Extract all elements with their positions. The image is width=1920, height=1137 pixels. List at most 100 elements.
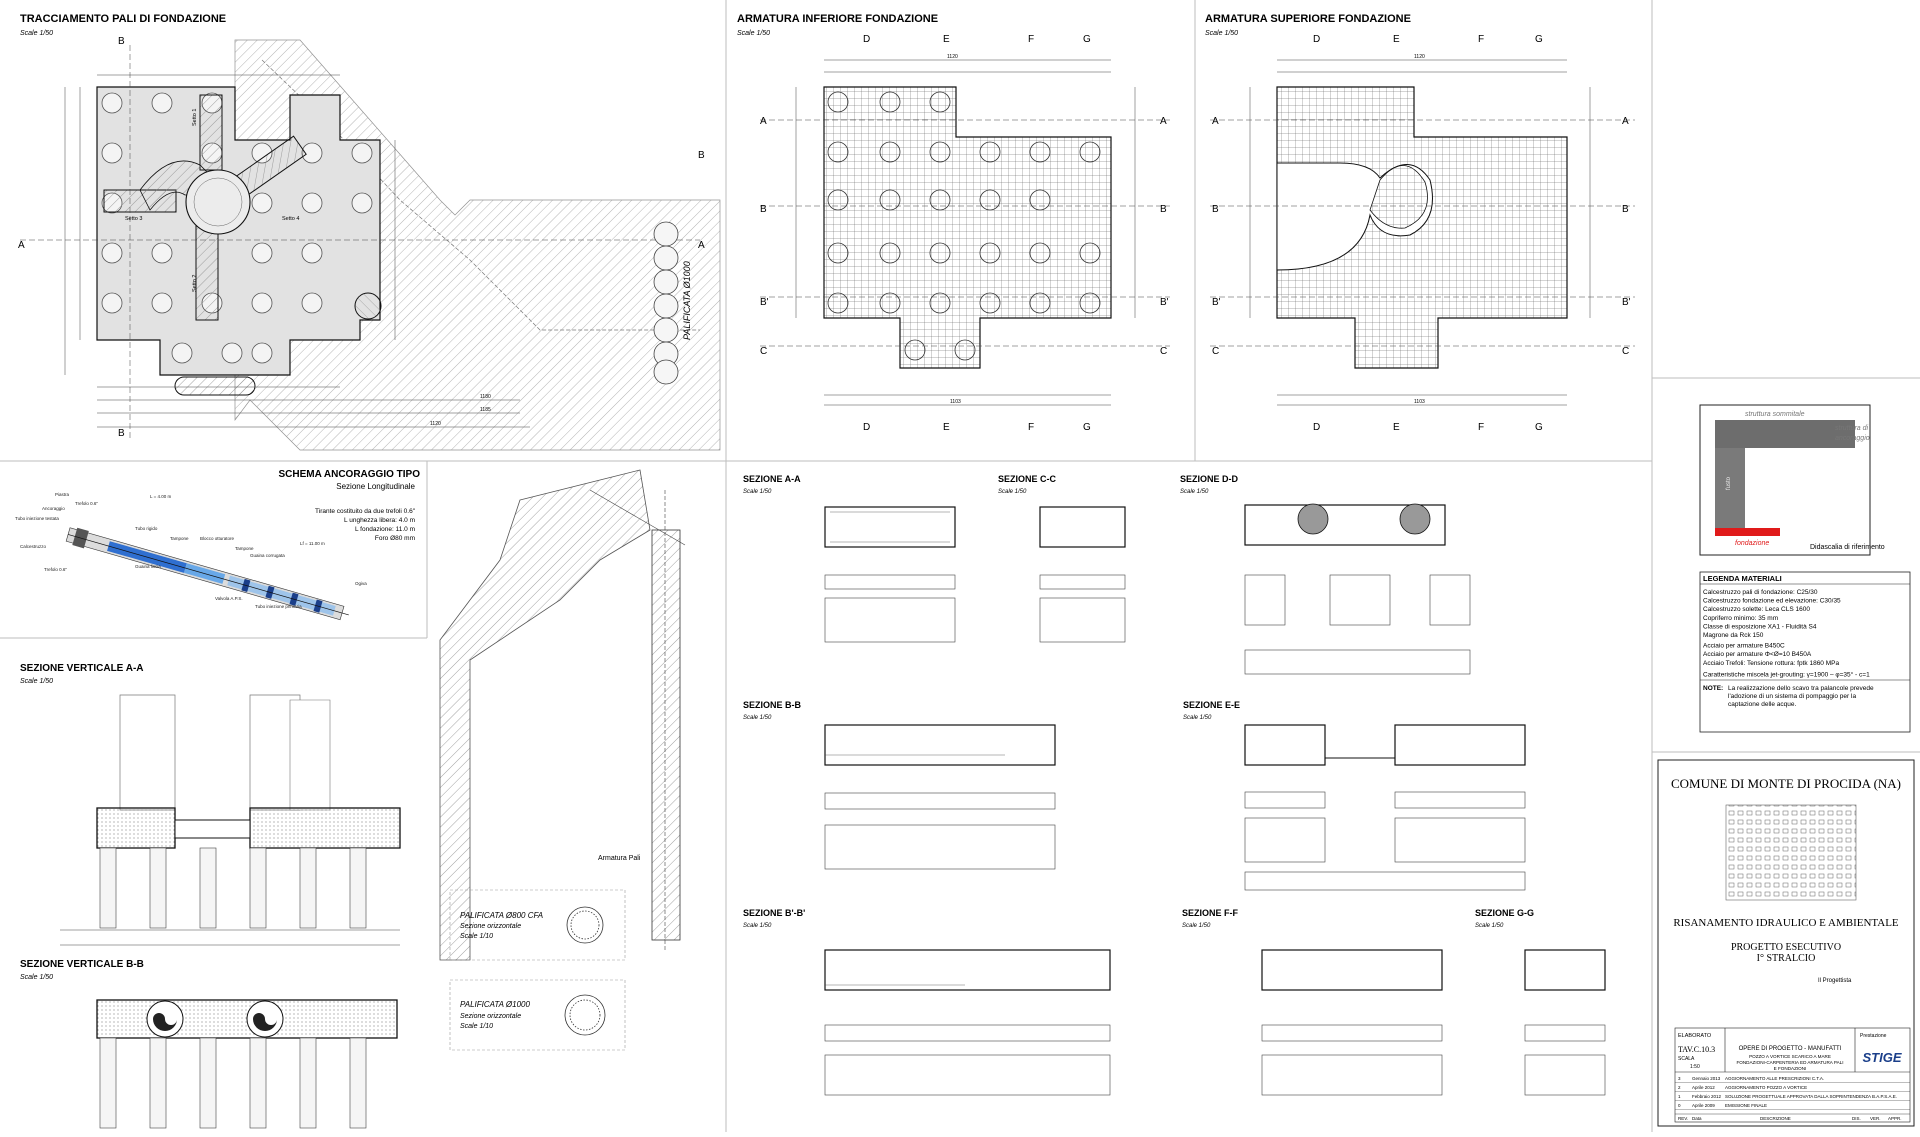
section-marker-b-top: B <box>118 36 125 47</box>
svg-text:B': B' <box>760 297 769 308</box>
svg-text:Scale 1/10: Scale 1/10 <box>460 1023 493 1030</box>
svg-text:ancoraggio: ancoraggio <box>1835 435 1870 442</box>
revision-cell: EMISSIONE FINALE <box>1725 1103 1767 1108</box>
svg-text:D: D <box>863 34 870 45</box>
svg-text:REV.: REV. <box>1678 1116 1688 1121</box>
materials-legend: LEGENDA MATERIALI Calcestruzzo pali di f… <box>1699 571 1911 733</box>
svg-text:RISANAMENTO IDRAULICO E AMBIEN: RISANAMENTO IDRAULICO E AMBIENTALE <box>1673 917 1899 929</box>
piles-elevation <box>99 847 367 929</box>
svg-text:F: F <box>1028 34 1034 45</box>
view-scale: Scale 1/50 <box>1205 30 1238 37</box>
svg-text:OPERE DI PROGETTO - MANUFATTI: OPERE DI PROGETTO - MANUFATTI <box>1739 1046 1842 1052</box>
legend-item: Magrone da Rck 150 <box>1703 632 1764 639</box>
svg-text:1185: 1185 <box>480 407 491 413</box>
revision-cell: 1 <box>1678 1094 1681 1099</box>
view-title: SEZIONE VERTICALE A-A <box>20 663 144 674</box>
svg-text:Piastra: Piastra <box>55 492 70 497</box>
svg-text:Tubo rigido: Tubo rigido <box>135 526 158 531</box>
svg-text:G: G <box>1535 422 1543 433</box>
dimension-lines <box>20 45 700 440</box>
section-marker-b-bottom: B <box>118 428 125 439</box>
svg-text:PALIFICATA Ø800 CFA: PALIFICATA Ø800 CFA <box>460 911 543 920</box>
view-scale: Scale 1/50 <box>743 489 772 495</box>
view-title: SEZIONE G-G <box>1475 908 1534 918</box>
plan-top-reinforcement: ARMATURA SUPERIORE FONDAZIONE Scale 1/50… <box>1205 13 1635 433</box>
svg-text:Ogiva: Ogiva <box>355 581 367 586</box>
revision-cell: Aprile 2012 <box>1692 1085 1715 1090</box>
svg-text:1:50: 1:50 <box>1690 1064 1700 1070</box>
svg-text:B': B' <box>1622 297 1631 308</box>
svg-text:1180: 1180 <box>480 394 491 400</box>
svg-text:Tubo iniezione testata: Tubo iniezione testata <box>15 516 59 521</box>
svg-text:Data: Data <box>1692 1116 1702 1121</box>
svg-text:PROGETTO ESECUTIVO: PROGETTO ESECUTIVO <box>1731 942 1841 953</box>
svg-text:F: F <box>1028 422 1034 433</box>
svg-text:F: F <box>1478 422 1484 433</box>
view-scale: Scale 1/50 <box>20 678 53 685</box>
view-title: TRACCIAMENTO PALI DI FONDAZIONE <box>20 13 226 25</box>
svg-text:Ancoraggio: Ancoraggio <box>42 506 65 511</box>
svg-text:E: E <box>943 34 950 45</box>
legend-item: Calcestruzzo pali di fondazione: C25/30 <box>1703 589 1818 596</box>
svg-text:L = 4.00 m: L = 4.00 m <box>150 494 171 499</box>
legend-title: LEGENDA MATERIALI <box>1703 574 1782 583</box>
svg-text:G: G <box>1535 34 1543 45</box>
svg-text:Valvola A.P.S.: Valvola A.P.S. <box>215 596 243 601</box>
legend-item: Calcestruzzo solette: Leca CLS 1600 <box>1703 606 1810 613</box>
svg-text:struttura sommitale: struttura sommitale <box>1745 411 1805 418</box>
view-title: SEZIONE B-B <box>743 700 802 710</box>
svg-text:Guaina liscia: Guaina liscia <box>135 564 161 569</box>
svg-text:DESCRIZIONE: DESCRIZIONE <box>1760 1116 1791 1121</box>
svg-text:Trefolo 0.6": Trefolo 0.6" <box>44 567 67 572</box>
view-scale: Scale 1/50 <box>1475 923 1504 929</box>
revision-cell: Gennaio 2013 <box>1692 1076 1721 1081</box>
revision-cell: SOLUZIONE PROGETTUALE APPROVATA DALLA SO… <box>1725 1094 1897 1099</box>
svg-text:E: E <box>1393 34 1400 45</box>
view-title: SEZIONE F-F <box>1182 908 1239 918</box>
svg-text:APPR.: APPR. <box>1888 1116 1902 1121</box>
company-logo: STIGE <box>1862 1050 1901 1065</box>
svg-text:B: B <box>1160 204 1167 215</box>
svg-text:C: C <box>1160 346 1167 357</box>
svg-text:B: B <box>760 204 767 215</box>
pile-footprints <box>827 91 1101 361</box>
anchor-schema: SCHEMA ANCORAGGIO TIPO Sezione Longitudi… <box>15 469 420 621</box>
section-marker-a-right: A <box>698 240 705 251</box>
svg-text:Didascalia di riferimento: Didascalia di riferimento <box>1810 544 1885 551</box>
svg-text:E: E <box>1393 422 1400 433</box>
svg-text:B': B' <box>1212 297 1221 308</box>
svg-text:D: D <box>863 422 870 433</box>
section-aa: SEZIONE A-A Scale 1/50 <box>743 474 956 643</box>
reference-sketch: struttura sommitale struttura di ancorag… <box>1699 404 1885 556</box>
section-bpbp: SEZIONE B'-B' Scale 1/50 <box>743 908 1111 1096</box>
section-marker-a-left: A <box>18 240 25 251</box>
svg-text:L unghezza libera: 4.0 m: L unghezza libera: 4.0 m <box>344 517 415 524</box>
svg-text:Tampone: Tampone <box>170 536 189 541</box>
plan-bottom-reinforcement: ARMATURA INFERIORE FONDAZIONE Scale 1/50… <box>737 13 1170 433</box>
svg-text:C: C <box>1622 346 1629 357</box>
comune-title: COMUNE DI MONTE DI PROCIDA (NA) <box>1671 776 1901 791</box>
revision-cell: Febbraio 2012 <box>1692 1094 1722 1099</box>
svg-text:E: E <box>943 422 950 433</box>
view-scale: Scale 1/50 <box>20 974 53 981</box>
svg-text:G: G <box>1083 422 1091 433</box>
svg-text:1103: 1103 <box>1414 399 1425 405</box>
svg-text:Prestazione: Prestazione <box>1860 1033 1887 1039</box>
svg-text:A: A <box>1212 116 1219 127</box>
section-cc: SEZIONE C-C Scale 1/50 <box>998 474 1126 643</box>
setto-3-label: Setto 3 <box>125 216 142 222</box>
svg-text:Calcestruzzo: Calcestruzzo <box>20 544 47 549</box>
svg-text:G: G <box>1083 34 1091 45</box>
revision-cell: AGGIORNAMENTO POZZO A VORTICE <box>1725 1085 1807 1090</box>
view-scale: Scale 1/50 <box>743 923 772 929</box>
section-vertical-aa: SEZIONE VERTICALE A-A Scale 1/50 <box>20 663 401 946</box>
svg-text:F: F <box>1478 34 1484 45</box>
svg-text:Scale 1/10: Scale 1/10 <box>460 933 493 940</box>
svg-text:fondazione: fondazione <box>1735 540 1769 547</box>
view-scale: Scale 1/50 <box>737 30 770 37</box>
section-ff: SEZIONE F-F Scale 1/50 <box>1182 908 1443 1096</box>
svg-text:DIS.: DIS. <box>1852 1116 1861 1121</box>
view-title: SEZIONE B'-B' <box>743 908 805 918</box>
svg-text:Tampone: Tampone <box>235 546 254 551</box>
